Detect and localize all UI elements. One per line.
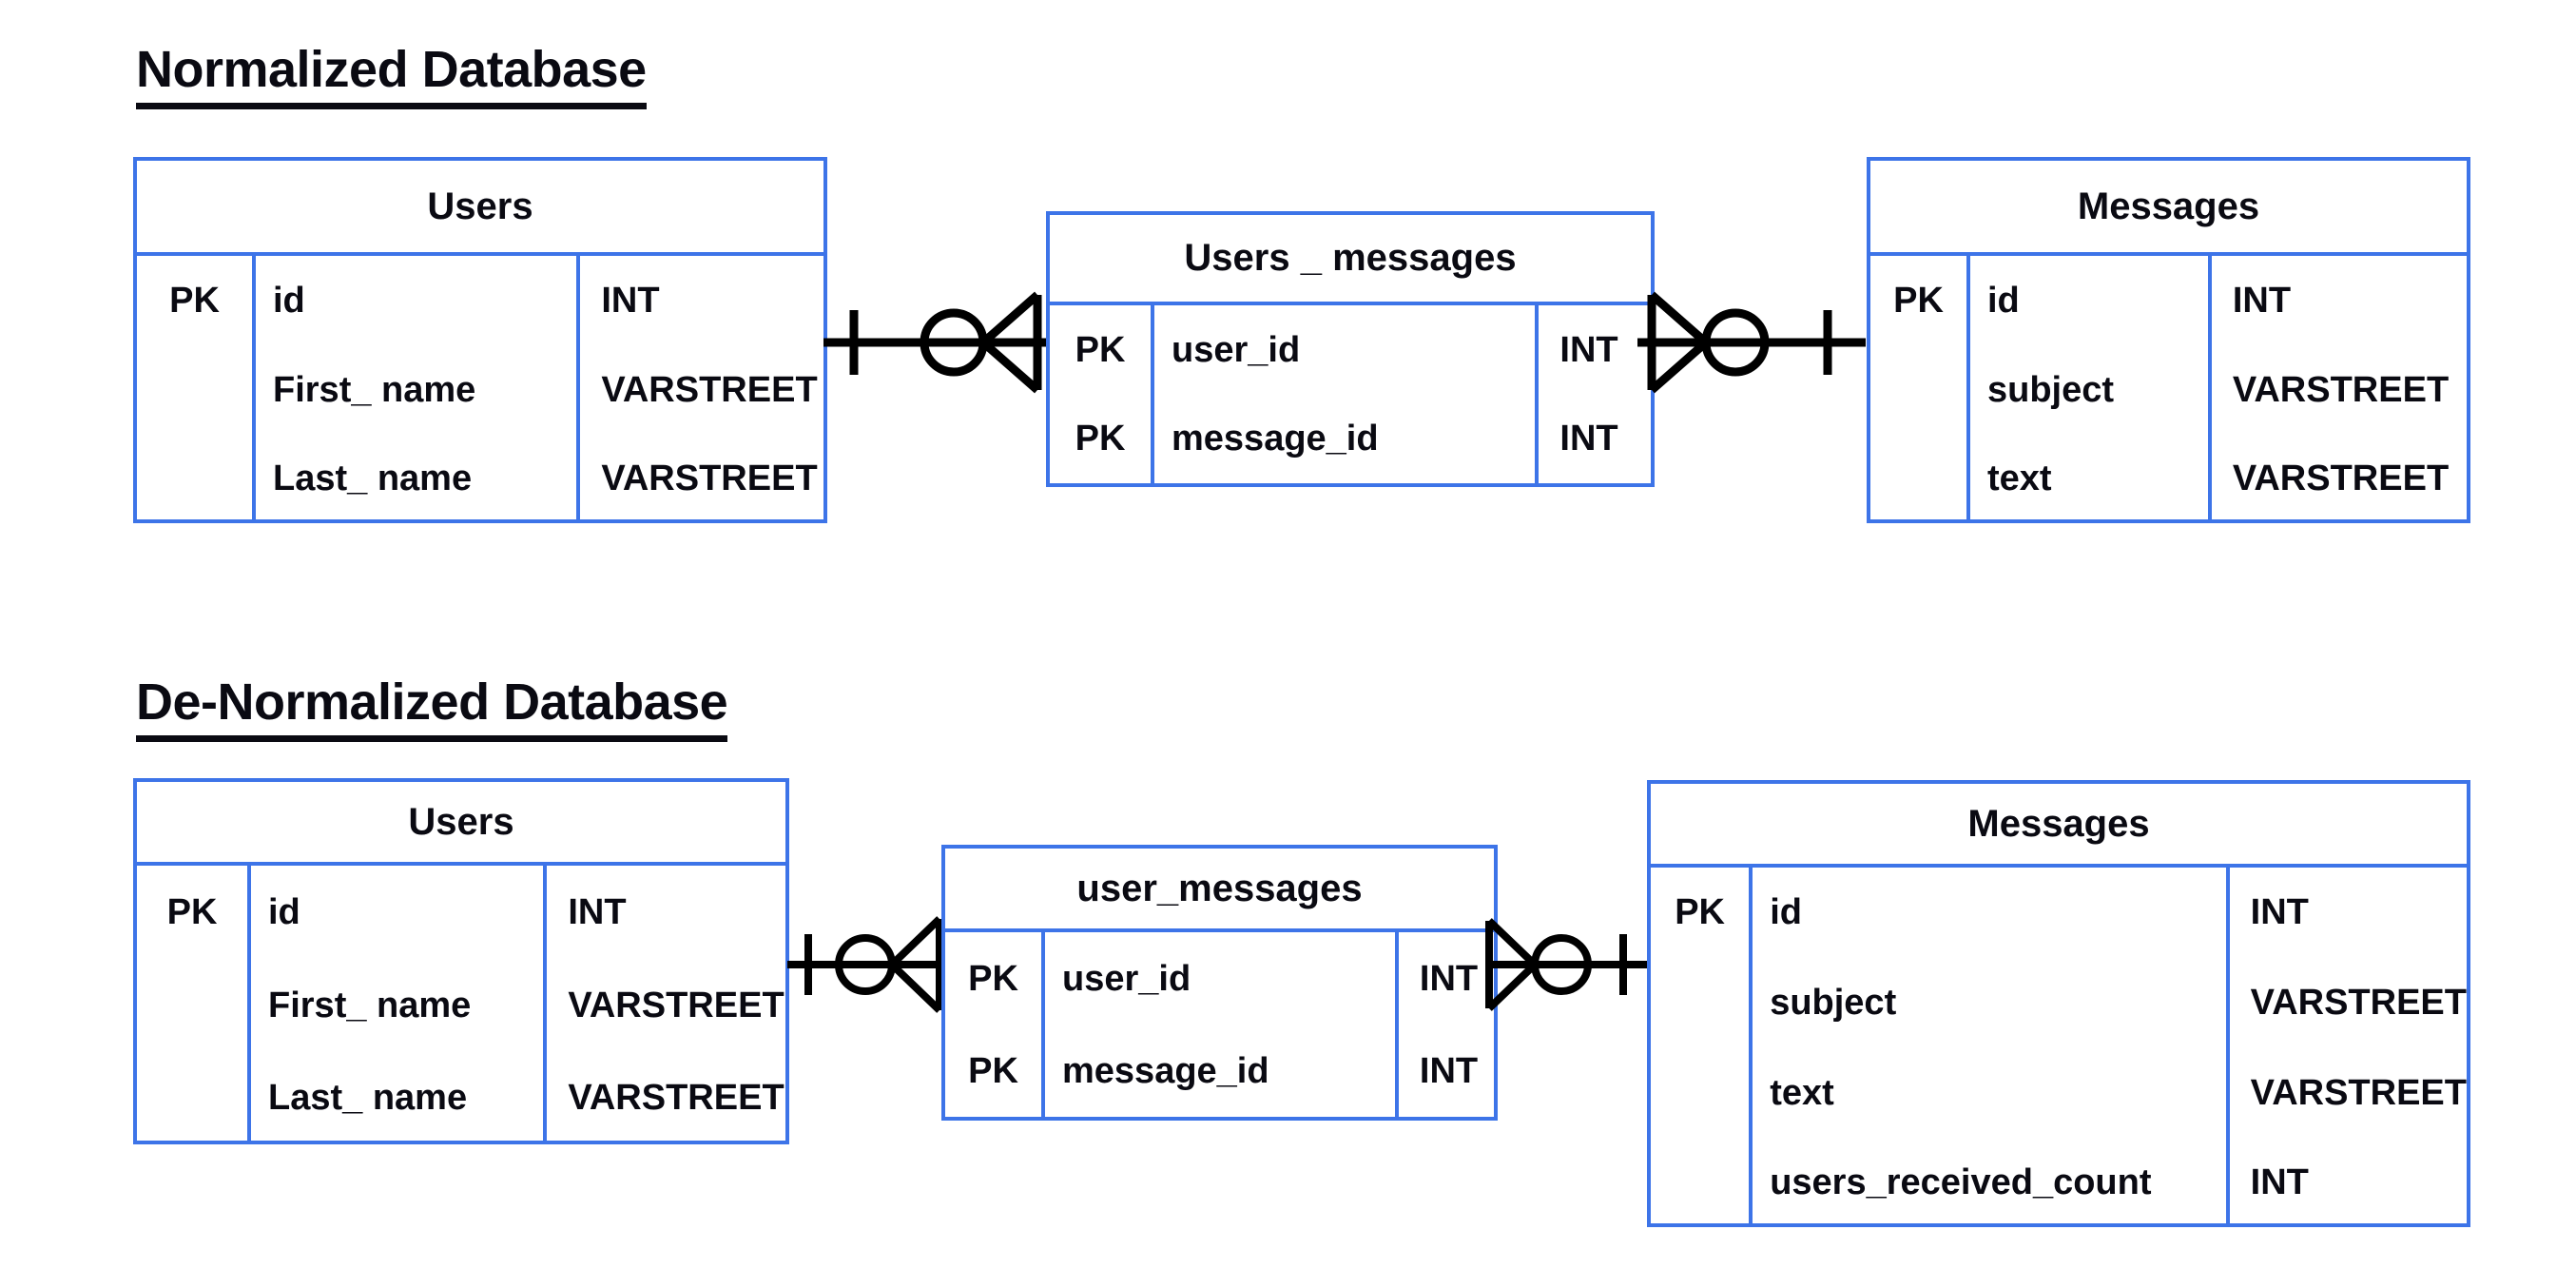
row-type: INT (1559, 419, 1618, 459)
entity-body: PK id subject text users_received_count … (1651, 868, 2467, 1227)
entity-type-column: INT VARSTREET VARSTREET (547, 866, 785, 1144)
row-key: PK (166, 891, 218, 932)
row-field: user_id (1062, 958, 1191, 999)
row-field: id (273, 280, 305, 321)
row-type: VARSTREET (2232, 369, 2450, 410)
row-type: INT (2250, 1162, 2309, 1202)
entity-key-column: PK (137, 256, 256, 523)
row-field: text (1770, 1073, 1834, 1113)
row-field: users_received_count (1770, 1162, 2152, 1202)
entity-field-column: id subject text (1970, 256, 2212, 523)
entity-norm-messages[interactable]: Messages PK id subject text INT VARSTREE… (1867, 157, 2470, 523)
row-field: message_id (1062, 1050, 1269, 1091)
entity-type-column: INT VARSTREET VARSTREET INT (2230, 868, 2467, 1227)
entity-title: Users _ messages (1050, 215, 1651, 305)
row-field: First_ name (273, 369, 476, 410)
row-type: VARSTREET (2232, 459, 2450, 498)
entity-key-column: PK (137, 866, 251, 1144)
relationship-norm-usersmessages-to-messages (1637, 287, 1866, 398)
entity-title: user_messages (945, 849, 1494, 932)
row-type: INT (2232, 280, 2292, 321)
entity-type-column: INT INT (1399, 932, 1494, 1117)
relationship-norm-users-to-usersmessages (823, 287, 1052, 398)
entity-denorm-users[interactable]: Users PK id First_ name Last_ name INT V… (133, 778, 789, 1144)
row-type: INT (1419, 958, 1479, 999)
row-key (137, 345, 252, 435)
row-type: VARSTREET (2250, 1073, 2467, 1113)
entity-denorm-user-messages[interactable]: user_messages PK PK user_id message_id I… (941, 845, 1498, 1121)
row-key: PK (169, 280, 220, 321)
row-type: INT (1559, 329, 1618, 370)
entity-norm-users-messages[interactable]: Users _ messages PK PK user_id message_i… (1046, 211, 1655, 487)
entity-body: PK PK user_id message_id INT INT (945, 932, 1494, 1117)
row-key (137, 1052, 247, 1144)
row-field: subject (1987, 369, 2115, 410)
row-type: VARSTREET (601, 459, 818, 498)
row-field: text (1987, 459, 2052, 498)
row-key (1870, 345, 1966, 435)
row-field: id (268, 891, 300, 932)
row-field: Last_ name (273, 459, 473, 498)
entity-denorm-messages[interactable]: Messages PK id subject text users_receiv… (1647, 780, 2470, 1227)
entity-title: Messages (1651, 784, 2467, 868)
row-key: PK (1075, 419, 1126, 459)
section-title-denormalized: De-Normalized Database (136, 675, 728, 742)
row-key (1870, 435, 1966, 523)
entity-title: Users (137, 782, 785, 866)
row-field: First_ name (268, 985, 472, 1025)
row-field: user_id (1172, 329, 1301, 370)
entity-body: PK id First_ name Last_ name INT VARSTRE… (137, 866, 785, 1144)
entity-body: PK PK user_id message_id INT INT (1050, 305, 1651, 483)
row-key (1651, 958, 1749, 1048)
row-key: PK (1075, 329, 1126, 370)
row-type: VARSTREET (601, 369, 818, 410)
row-type: INT (601, 280, 660, 321)
entity-type-column: INT INT (1539, 305, 1651, 483)
section-title-normalized: Normalized Database (136, 43, 647, 109)
row-type: VARSTREET (2250, 983, 2467, 1023)
entity-key-column: PK (1651, 868, 1753, 1227)
entity-key-column: PK PK (945, 932, 1045, 1117)
row-key (137, 959, 247, 1052)
entity-key-column: PK PK (1050, 305, 1154, 483)
row-key: PK (1893, 280, 1944, 321)
entity-title: Messages (1870, 161, 2467, 256)
entity-field-column: user_id message_id (1154, 305, 1540, 483)
entity-norm-users[interactable]: Users PK id First_ name Last_ name INT V… (133, 157, 827, 523)
entity-field-column: id First_ name Last_ name (256, 256, 581, 523)
row-type: INT (1419, 1050, 1479, 1091)
row-key: PK (968, 958, 1018, 999)
row-type: VARSTREET (568, 1078, 784, 1118)
row-key (1651, 1139, 1749, 1227)
row-field: Last_ name (268, 1078, 468, 1118)
row-key: PK (1675, 892, 1725, 932)
row-field: id (1770, 892, 1802, 932)
row-key (137, 435, 252, 523)
row-key: PK (968, 1050, 1018, 1091)
entity-body: PK id subject text INT VARSTREET VARSTRE… (1870, 256, 2467, 523)
row-type: VARSTREET (568, 985, 784, 1025)
row-field: subject (1770, 983, 1897, 1023)
entity-title: Users (137, 161, 823, 256)
entity-type-column: INT VARSTREET VARSTREET (2212, 256, 2467, 523)
row-type: INT (2250, 892, 2309, 932)
entity-field-column: user_id message_id (1045, 932, 1399, 1117)
entity-type-column: INT VARSTREET VARSTREET (580, 256, 823, 523)
entity-body: PK id First_ name Last_ name INT VARSTRE… (137, 256, 823, 523)
row-field: id (1987, 280, 2020, 321)
relationship-denorm-usermessages-to-messages (1485, 911, 1655, 1018)
entity-field-column: id First_ name Last_ name (251, 866, 548, 1144)
relationship-denorm-users-to-usermessages (787, 911, 949, 1018)
row-type: INT (568, 891, 627, 932)
entity-key-column: PK (1870, 256, 1970, 523)
row-key (1651, 1048, 1749, 1139)
entity-field-column: id subject text users_received_count (1753, 868, 2230, 1227)
row-field: message_id (1172, 419, 1379, 459)
